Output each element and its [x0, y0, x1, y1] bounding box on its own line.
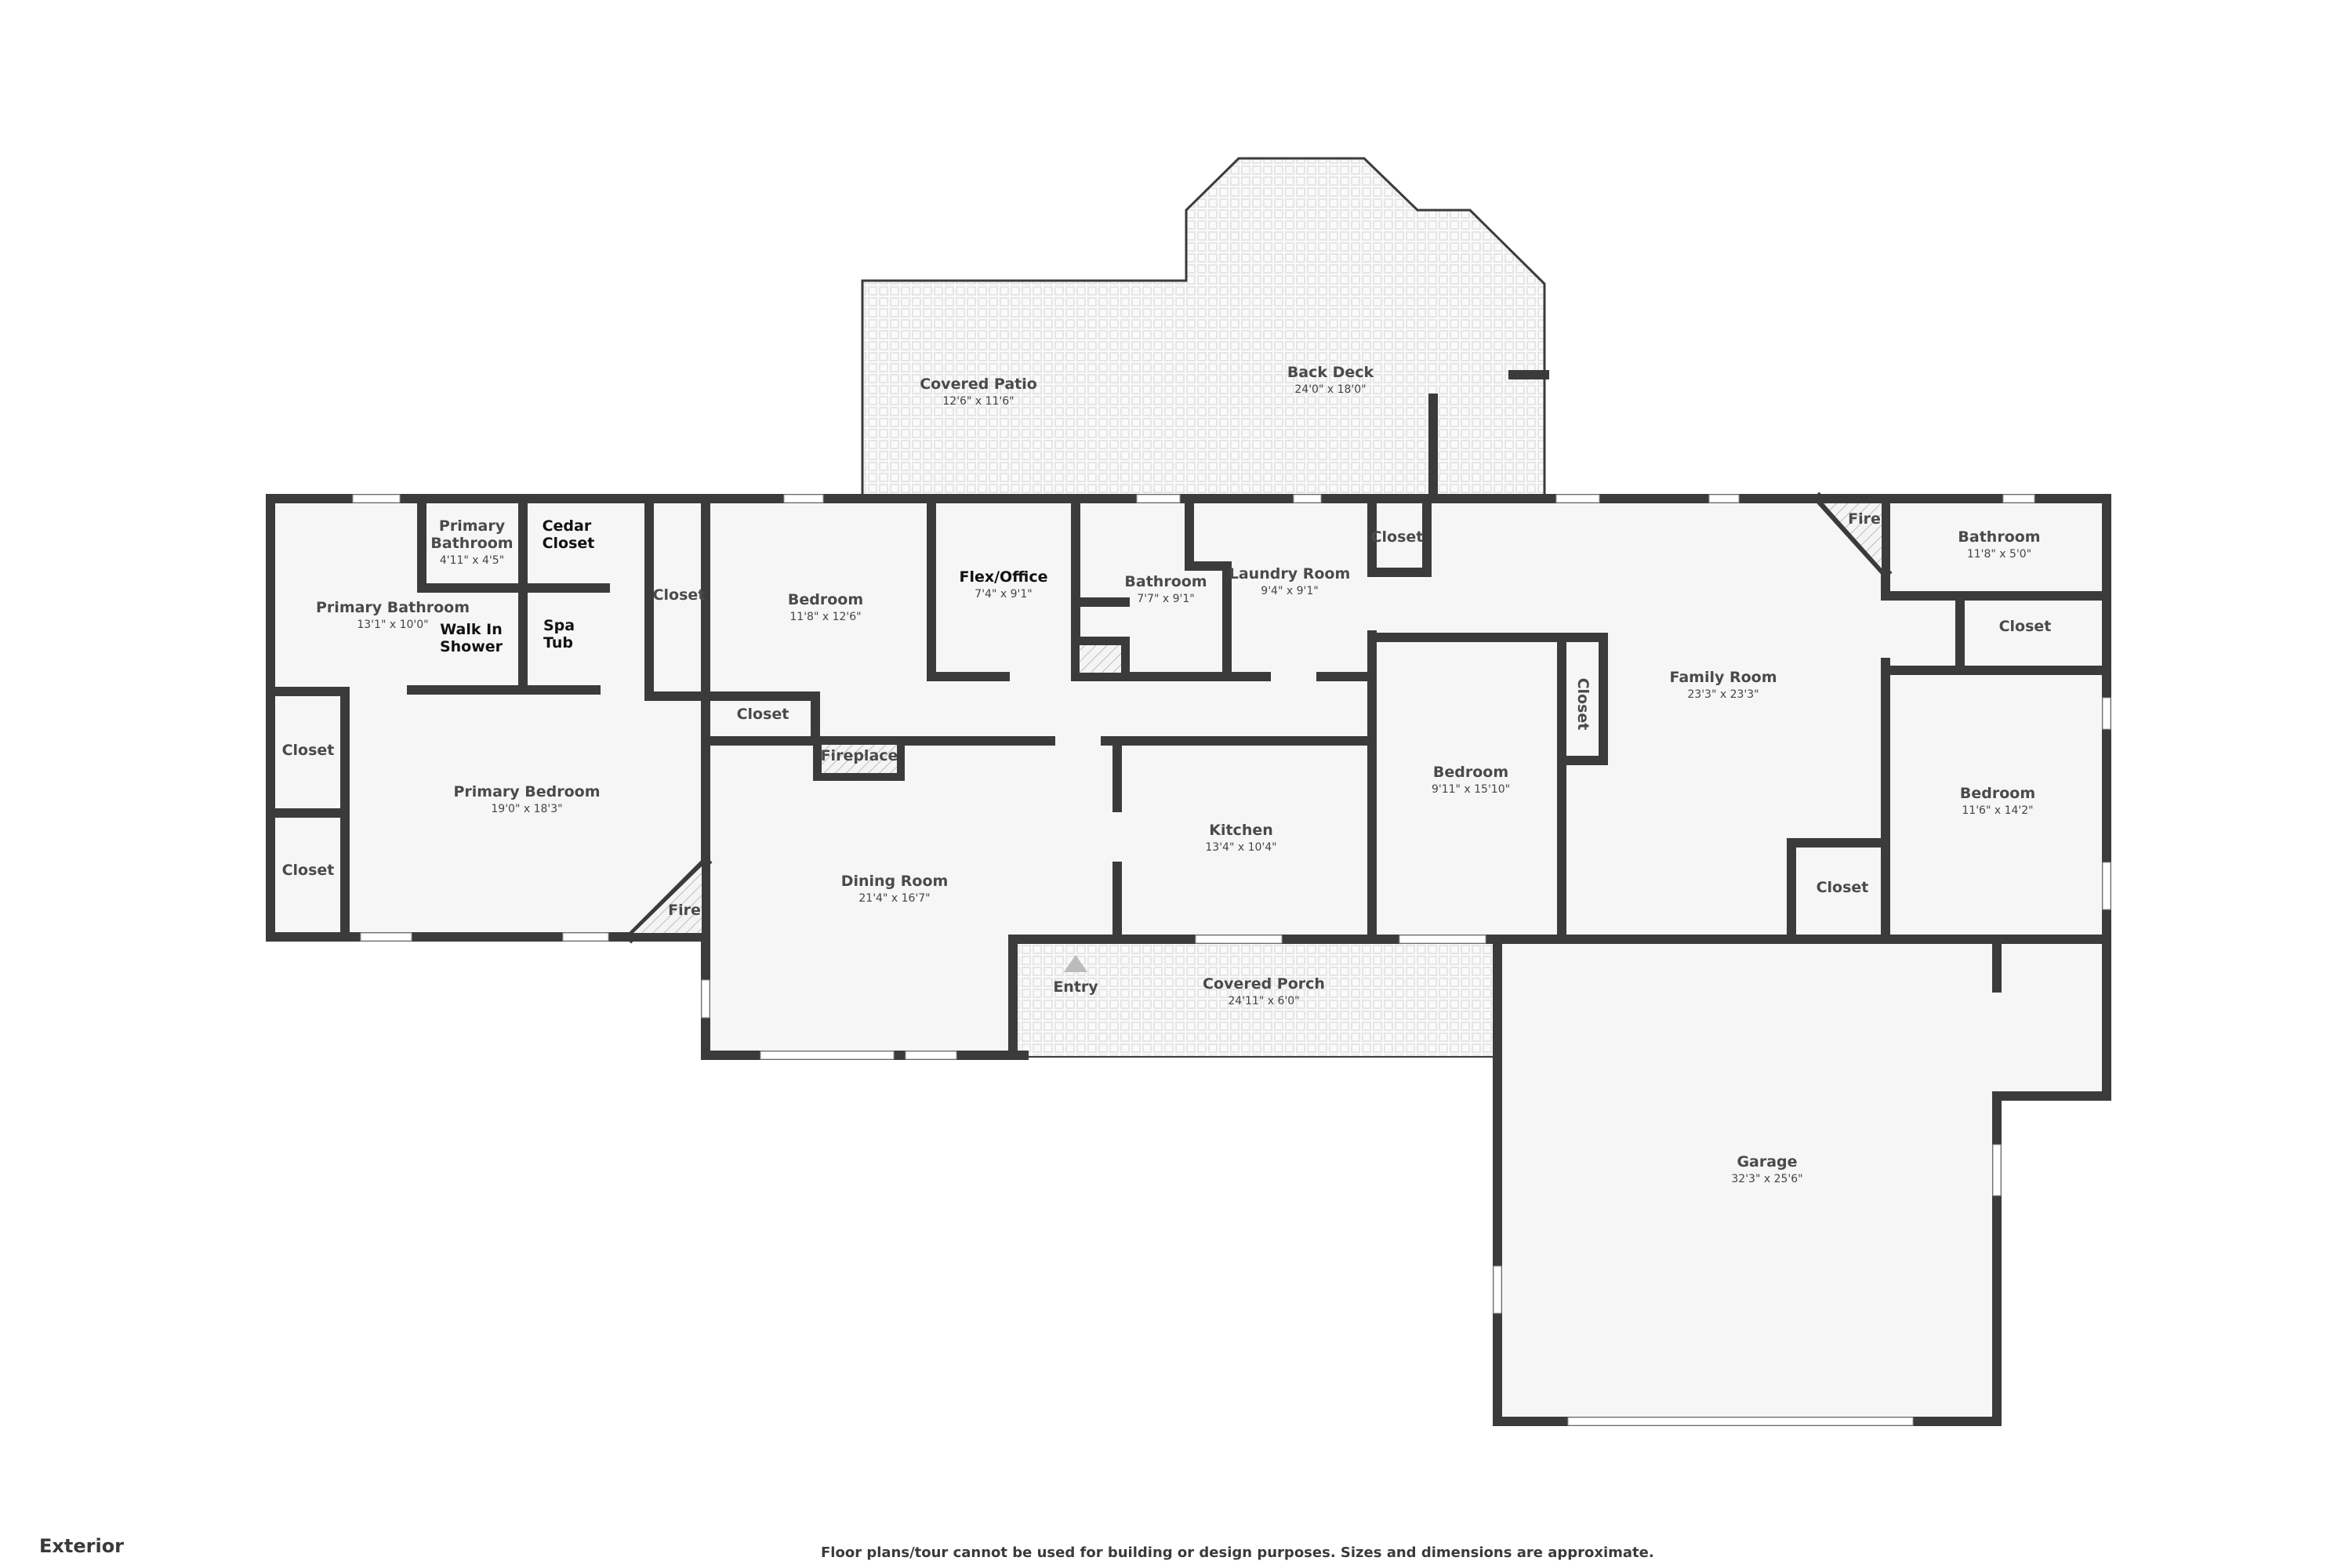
room-fire-left: Fire [668, 902, 701, 920]
room-kitchen: Kitchen 13'4" x 10'4" [1205, 822, 1277, 854]
fire-top-hatch [1824, 503, 1882, 568]
room-primary-bathroom: Primary Bathroom 13'1" x 10'0" [316, 599, 470, 631]
room-garage: Garage 32'3" x 25'6" [1731, 1153, 1803, 1185]
room-covered-porch: Covered Porch 24'11" x 6'0" [1203, 975, 1325, 1007]
room-closet-b: Closet [736, 706, 789, 724]
room-fire-top: Fire [1848, 510, 1881, 528]
back-deck-area [861, 157, 1546, 500]
room-fireplace: Fireplace [820, 747, 898, 765]
fire-left-hatch [633, 866, 702, 933]
room-bathroom-2: Bathroom 11'8" x 5'0" [1958, 528, 2041, 561]
interior-floors [270, 499, 2107, 1421]
room-closet-h: Closet [281, 862, 335, 880]
room-closet-a: Closet [652, 586, 706, 604]
room-bedroom-2: Bedroom 9'11" x 15'10" [1431, 764, 1511, 796]
room-laundry: Laundry Room 9'4" x 9'1" [1229, 565, 1351, 597]
bath-fixture-hatch [1080, 645, 1121, 673]
entry-arrow-icon [1064, 955, 1087, 972]
room-closet-d: Closet [1998, 618, 2052, 636]
disclaimer: Floor plans/tour cannot be used for buil… [821, 1544, 1654, 1561]
room-cedar-closet: Cedar Closet [542, 517, 595, 552]
fireplace-hatch [822, 745, 897, 773]
room-closet-e: Closet [1573, 677, 1592, 731]
floor-name: Exterior [39, 1535, 125, 1557]
room-bedroom-1: Bedroom 11'8" x 12'6" [787, 591, 864, 623]
room-bathroom-1: Bathroom 7'7" x 9'1" [1124, 573, 1207, 605]
room-primary-bedroom: Primary Bedroom 19'0" x 18'3" [453, 783, 601, 815]
room-closet-f: Closet [1816, 879, 1869, 897]
covered-porch-area [1012, 938, 1498, 1058]
room-bedroom-3: Bedroom 11'6" x 14'2" [1959, 785, 2036, 817]
windows [352, 494, 2111, 1426]
room-back-deck: Back Deck 24'0" x 18'0" [1287, 364, 1374, 396]
room-dining: Dining Room 21'4" x 16'7" [840, 873, 949, 905]
room-walk-in-shower: Walk In Shower [439, 621, 503, 655]
room-flex-office: Flex/Office 7'4" x 9'1" [959, 568, 1048, 601]
room-entry: Entry [1053, 978, 1098, 996]
room-closet-c: Closet [1370, 528, 1424, 546]
room-family-room: Family Room 23'3" x 23'3" [1669, 669, 1777, 701]
room-closet-g: Closet [281, 742, 335, 760]
room-spa-tub: Spa Tub [543, 617, 575, 652]
room-covered-patio: Covered Patio 12'6" x 11'6" [920, 376, 1037, 408]
room-primary-bathroom-small: Primary Bathroom 4'11" x 4'5" [430, 517, 514, 567]
